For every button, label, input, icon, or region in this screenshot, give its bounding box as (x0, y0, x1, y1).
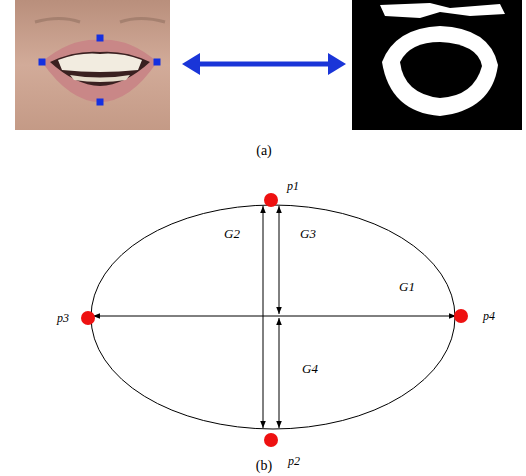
lip-ellipse-model (81, 193, 468, 447)
point-label: p3 (57, 312, 69, 324)
double-arrow (182, 53, 346, 75)
panel-label: (a) (256, 144, 272, 158)
point-label: p1 (287, 180, 299, 192)
panel-label: (b) (256, 459, 272, 473)
binary-mask (352, 0, 522, 130)
distance-label: G3 (300, 227, 316, 240)
distance-label: G2 (224, 227, 240, 240)
point-label: p2 (288, 455, 300, 467)
distance-label: G4 (302, 362, 318, 375)
mouth-photo (15, 0, 170, 130)
distance-label: G1 (399, 280, 415, 293)
point-label: p4 (483, 310, 495, 322)
